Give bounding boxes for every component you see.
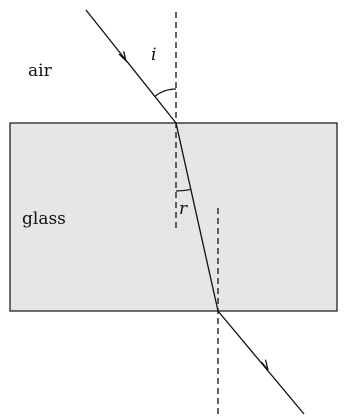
angle-r-label: r xyxy=(179,199,188,219)
air-label: air xyxy=(28,61,53,81)
incident-ray-arrow xyxy=(118,51,127,63)
angle-i-arc xyxy=(154,88,177,97)
angle-i-label: i xyxy=(151,45,156,65)
refracted-ray xyxy=(175,122,219,312)
incident-ray xyxy=(85,9,177,124)
glass-slab xyxy=(9,122,338,312)
emergent-ray xyxy=(217,310,305,415)
emergent-ray-arrow xyxy=(260,359,269,371)
glass-label: glass xyxy=(22,209,66,229)
angle-r-arc xyxy=(175,188,191,192)
